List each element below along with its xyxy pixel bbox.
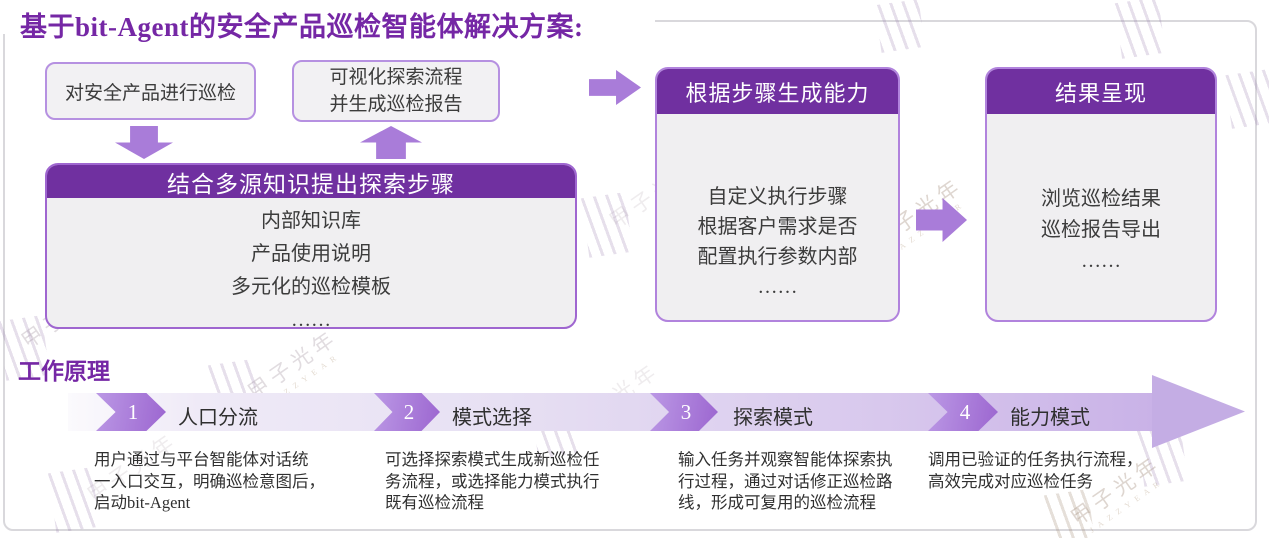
step-number: 3 xyxy=(680,399,692,424)
step-desc-3: 输入任务并观察智能体探索执 行过程，通过对话修正巡检路 线，形成可复用的巡检流程 xyxy=(678,450,893,512)
step-desc-2: 可选择探索模式生成新巡检任 务流程，或选择能力模式执行 既有巡检流程 xyxy=(385,450,600,512)
list-item: 巡检报告导出 xyxy=(1041,219,1161,241)
visualize-report-label: 可视化探索流程 并生成巡检报告 xyxy=(329,67,463,115)
frame-cover xyxy=(0,18,655,34)
list-item: …… xyxy=(291,309,331,329)
section-title: 工作原理 xyxy=(18,359,110,384)
result-box: 结果呈现 浏览巡检结果 巡检报告导出 …… xyxy=(985,67,1217,322)
list-item: 配置执行参数内部 xyxy=(697,246,858,268)
knowledge-box-header: 结合多源知识提出探索步骤 xyxy=(47,165,575,198)
result-box-body: 浏览巡检结果 巡检报告导出 …… xyxy=(987,114,1215,277)
list-item: 浏览巡检结果 xyxy=(1041,188,1161,210)
step-label-4: 能力模式 xyxy=(1010,407,1090,429)
step-number: 2 xyxy=(403,399,415,424)
result-box-header: 结果呈现 xyxy=(987,69,1215,114)
list-item: …… xyxy=(1081,250,1121,272)
list-item: 自定义执行步骤 xyxy=(707,186,848,208)
capability-box: 根据步骤生成能力 自定义执行步骤 根据客户需求是否 配置执行参数内部 …… xyxy=(655,67,900,322)
step-label-3: 探索模式 xyxy=(733,407,813,429)
step-label-2: 模式选择 xyxy=(452,407,532,429)
list-item: 产品使用说明 xyxy=(251,243,371,265)
list-item: 根据客户需求是否 xyxy=(697,216,858,238)
inspect-product-label: 对安全产品进行巡检 xyxy=(64,82,236,104)
list-item: 内部知识库 xyxy=(261,210,361,232)
list-item: …… xyxy=(757,276,798,298)
capability-box-body: 自定义执行步骤 根据客户需求是否 配置执行参数内部 …… xyxy=(657,114,898,302)
knowledge-box-body: 内部知识库 产品使用说明 多元化的巡检模板 …… xyxy=(47,198,575,329)
step-desc-4: 调用已验证的任务执行流程， 高效完成对应巡检任务 xyxy=(928,450,1143,491)
step-desc-1: 用户通过与平台智能体对话统 一入口交互，明确巡检意图后， 启动bit-Agent xyxy=(94,450,325,512)
inspect-product-box: 对安全产品进行巡检 xyxy=(45,62,256,120)
visualize-report-box: 可视化探索流程 并生成巡检报告 xyxy=(292,60,500,122)
step-number: 4 xyxy=(959,399,971,424)
list-item: 多元化的巡检模板 xyxy=(231,276,391,298)
page-title: 基于bit-Agent的安全产品巡检智能体解决方案: xyxy=(20,12,584,42)
step-number: 1 xyxy=(127,399,139,424)
capability-box-header: 根据步骤生成能力 xyxy=(657,69,898,114)
step-label-1: 人口分流 xyxy=(178,407,258,429)
knowledge-box: 结合多源知识提出探索步骤 内部知识库 产品使用说明 多元化的巡检模板 …… xyxy=(45,163,577,329)
